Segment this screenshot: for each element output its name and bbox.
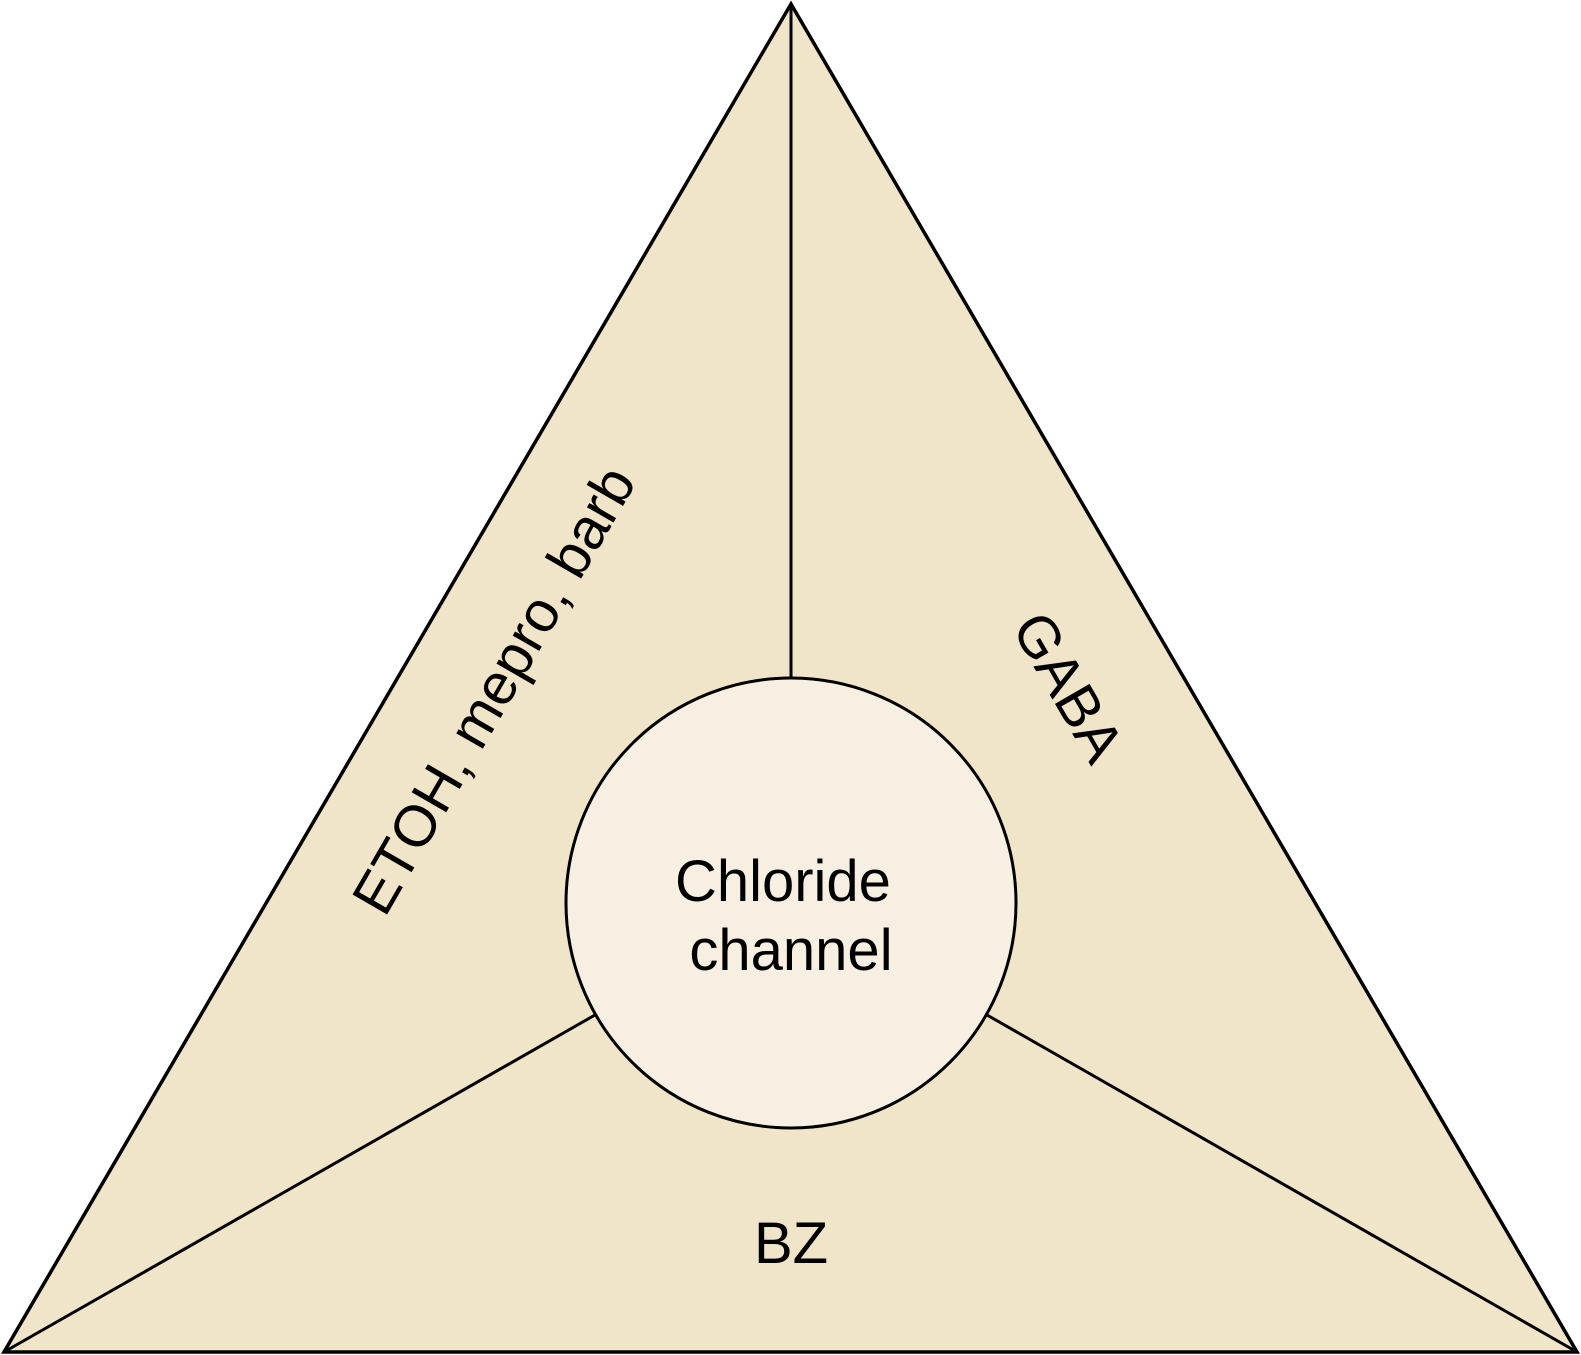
center-label-line1: Chloride bbox=[675, 849, 891, 914]
bottom-site-label: BZ bbox=[754, 1211, 828, 1276]
chloride-channel-label: Chloride channel bbox=[675, 849, 907, 983]
chloride-channel-circle bbox=[564, 676, 1018, 1130]
center-label-line2: channel bbox=[689, 918, 892, 983]
divider-bottom-right bbox=[986, 1013, 1578, 1354]
divider-bottom-left bbox=[3, 1013, 596, 1354]
